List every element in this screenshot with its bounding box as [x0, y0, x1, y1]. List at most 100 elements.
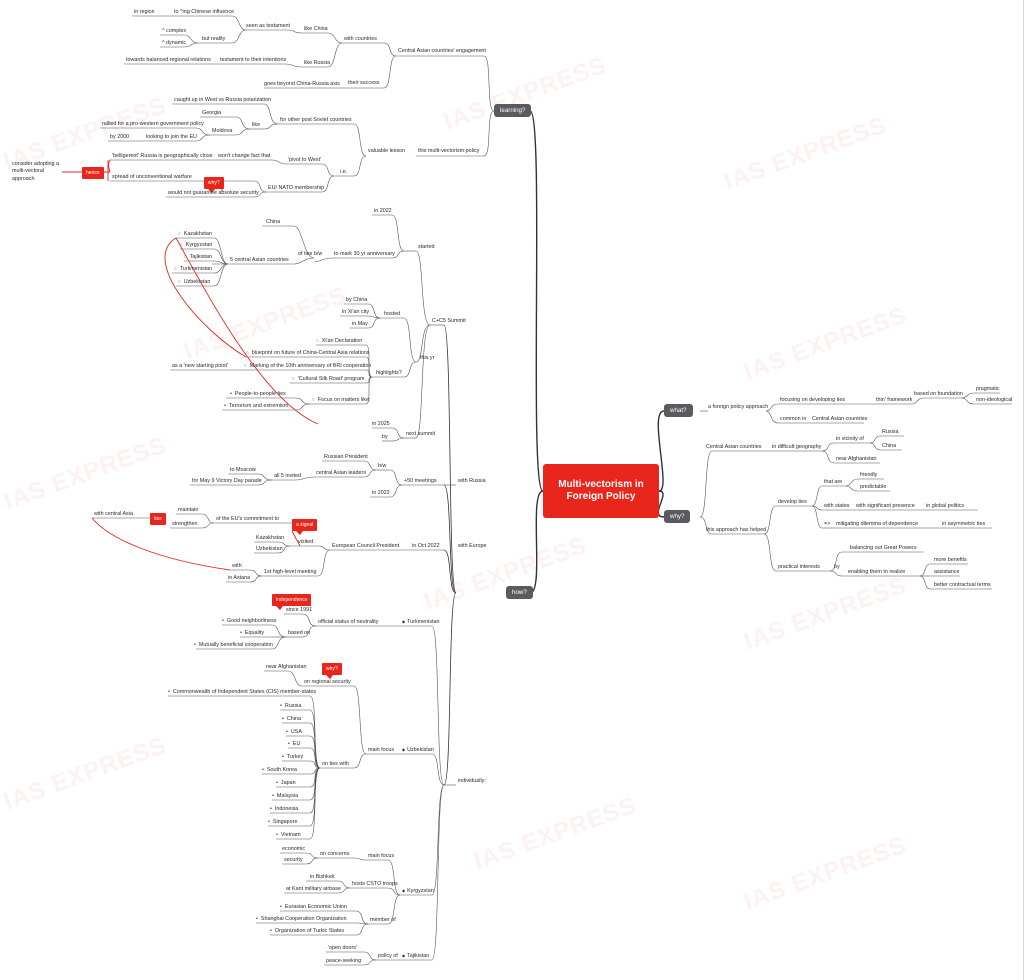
callout-signal[interactable]: a signal	[292, 519, 318, 535]
node-asymmetric[interactable]: in asymmetric ties	[942, 521, 986, 527]
node-near-afghanistan-y[interactable]: near Afghanistan	[836, 456, 877, 462]
node-rallied[interactable]: rallied for a pro-western government pol…	[102, 121, 204, 127]
node-new-start[interactable]: as a 'new starting point'	[172, 363, 228, 369]
central-topic[interactable]: Multi-vectorism in Foreign Policy	[543, 464, 659, 518]
node-georgia[interactable]: Georgia	[202, 110, 222, 116]
node-highlights[interactable]: highlights?	[376, 370, 402, 376]
node-with-countries[interactable]: with countries	[344, 36, 377, 42]
node-ties-6[interactable]: South Korea	[262, 767, 297, 773]
callout-independence[interactable]: independence	[272, 594, 312, 610]
node-five-countries[interactable]: 5 central Asian countries	[230, 257, 289, 263]
node-by-y[interactable]: by	[834, 564, 840, 570]
node-pragmatic[interactable]: pragmatic	[976, 386, 1000, 392]
node-regional-security[interactable]: on regional security	[304, 679, 351, 685]
node-predictable[interactable]: predictable	[860, 484, 887, 490]
node-security[interactable]: security	[284, 857, 303, 863]
node-like-russia[interactable]: like Russia	[304, 60, 331, 66]
node-kazakhstan-e[interactable]: Kazakhstan	[256, 535, 285, 541]
node-equality[interactable]: Equality	[240, 630, 264, 636]
node-post-soviet[interactable]: for other post Soviet countries	[280, 117, 352, 123]
node-xian-city[interactable]: in Xi'an city	[342, 309, 370, 315]
node-ties-3[interactable]: USA	[286, 729, 302, 735]
node-ie[interactable]: i.e.	[340, 169, 348, 175]
node-policy-of[interactable]: policy of	[378, 953, 398, 959]
node-kyrgyzstan[interactable]: Kyrgyzstan	[180, 242, 213, 248]
node-oct-2022[interactable]: in Oct 2022	[412, 543, 440, 549]
node-but-reality[interactable]: but reality	[202, 36, 226, 42]
node-on-concerns[interactable]: on concerns	[320, 851, 350, 857]
node-ties[interactable]: ties	[150, 513, 166, 525]
node-uzbekistan[interactable]: Uzbekistan	[178, 279, 211, 285]
node-member-0[interactable]: Eurasian Economic Union	[280, 904, 347, 910]
node-terrorism[interactable]: Terrorism and extremism	[224, 403, 288, 409]
node-with[interactable]: with	[232, 563, 242, 569]
node-started[interactable]: started	[418, 244, 435, 250]
node-since-1991[interactable]: since 1991	[286, 607, 313, 613]
node-by-china[interactable]: by China	[346, 297, 368, 303]
node-marking-bri[interactable]: Marking of the 10th anniversary of BRI c…	[244, 363, 372, 369]
node-practical[interactable]: practical interests	[778, 564, 820, 570]
node-balanced-relations[interactable]: towards balanced regional relations	[126, 57, 211, 63]
node-helped[interactable]: this approach has helped	[706, 527, 767, 533]
node-member-1[interactable]: Shanghai Cooperation Organization	[256, 916, 347, 922]
node-chinese-influence[interactable]: to ^ing Chinese influence	[174, 9, 235, 15]
node-focusing[interactable]: focusing on developing ties	[780, 397, 846, 403]
node-ca-countries-y[interactable]: Central Asian countries	[706, 444, 762, 450]
node-common-in[interactable]: common in	[780, 416, 807, 422]
node-focus-on[interactable]: Focus on matters like:	[312, 397, 371, 403]
node-uzbekistan-e[interactable]: Uzbekistan	[256, 546, 283, 552]
node-ties-with[interactable]: on ties with	[322, 761, 349, 767]
branch-learning[interactable]: learning?	[494, 104, 532, 117]
node-assistance[interactable]: assistance	[934, 569, 960, 575]
node-kyrgyzstan-i[interactable]: Kyrgyzstan	[402, 888, 434, 894]
node-strengthen[interactable]: strengthen	[172, 521, 198, 527]
node-ties-11[interactable]: Vietnam	[276, 832, 301, 838]
node-ties-1[interactable]: Russia	[280, 703, 301, 709]
node-mutual-coop[interactable]: Mutually beneficial cooperation	[194, 642, 273, 648]
node-contractual[interactable]: better contractual terms	[934, 582, 991, 588]
node-this-policy[interactable]: this multi-vectorism policy	[418, 148, 480, 154]
node-in-may[interactable]: in May	[352, 321, 368, 327]
node-ties-0[interactable]: Commonwealth of Independent States (CIS)…	[168, 689, 316, 695]
node-develop-ties[interactable]: develop ties	[778, 499, 807, 505]
node-approach[interactable]: a foreign policy approach	[708, 404, 769, 410]
node-good-neighbor[interactable]: Good neighborliness	[222, 618, 276, 624]
node-thin-framework[interactable]: thin' framework	[876, 397, 913, 403]
node-uzbekistan-i[interactable]: Uzbekistan	[402, 747, 434, 753]
node-testament-intentions[interactable]: testament to their intentions	[220, 57, 287, 63]
node-in-2025[interactable]: in 2025	[372, 421, 390, 427]
node-friendly[interactable]: friendly	[860, 472, 878, 478]
node-people-ties[interactable]: People-to-people ties	[230, 391, 286, 397]
node-balancing[interactable]: balancing out Great Powers	[850, 545, 917, 551]
node-tajikistan-i[interactable]: Tajikistan	[402, 953, 429, 959]
node-valuable-lesson[interactable]: valuable lesson	[368, 148, 406, 154]
node-no-guarantee[interactable]: would not guarantee absolute security	[168, 190, 259, 196]
node-victory-parade[interactable]: for May 9 Victory Day parade	[192, 478, 262, 484]
callout-why[interactable]: why?	[204, 177, 224, 193]
node-blueprint[interactable]: blueprint on future of China-Central Asi…	[246, 350, 370, 356]
node-dynamic[interactable]: ^ dynamic	[162, 40, 187, 46]
branch-why[interactable]: why?	[664, 510, 691, 523]
node-next-summit[interactable]: next summit	[406, 431, 436, 437]
node-member-of[interactable]: member of	[370, 917, 396, 923]
node-open-doors[interactable]: 'open doors'	[328, 945, 358, 951]
node-moldova[interactable]: Moldova	[212, 128, 233, 134]
node-eu-nato[interactable]: EU/ NATO membership	[268, 185, 325, 191]
node-all5-invited[interactable]: all 5 invited	[274, 473, 301, 479]
node-by[interactable]: by	[382, 434, 388, 440]
node-in-astana[interactable]: in Astana	[228, 575, 251, 581]
node-maintain[interactable]: maintain	[178, 507, 199, 513]
node-with-states[interactable]: with states	[824, 503, 850, 509]
node-that-are[interactable]: that are	[824, 479, 843, 485]
node-russia-y[interactable]: Russia	[882, 429, 899, 435]
node-ties-8[interactable]: Malaysia	[272, 793, 298, 799]
node-difficult-geo[interactable]: in difficult geography	[772, 444, 822, 450]
node-beyond-axis[interactable]: goes beyond China-Russia axis	[264, 81, 340, 87]
node-china[interactable]: China	[266, 219, 281, 225]
node-russian-president[interactable]: Russian President	[324, 454, 368, 460]
node-in-2022-b[interactable]: in 2022	[372, 490, 390, 496]
node-this-yr[interactable]: this yr	[420, 355, 435, 361]
node-with-russia[interactable]: with Russia	[458, 478, 486, 484]
node-non-ideological[interactable]: non-ideological	[976, 397, 1013, 403]
node-wont-change[interactable]: won't change fact that	[218, 153, 271, 159]
